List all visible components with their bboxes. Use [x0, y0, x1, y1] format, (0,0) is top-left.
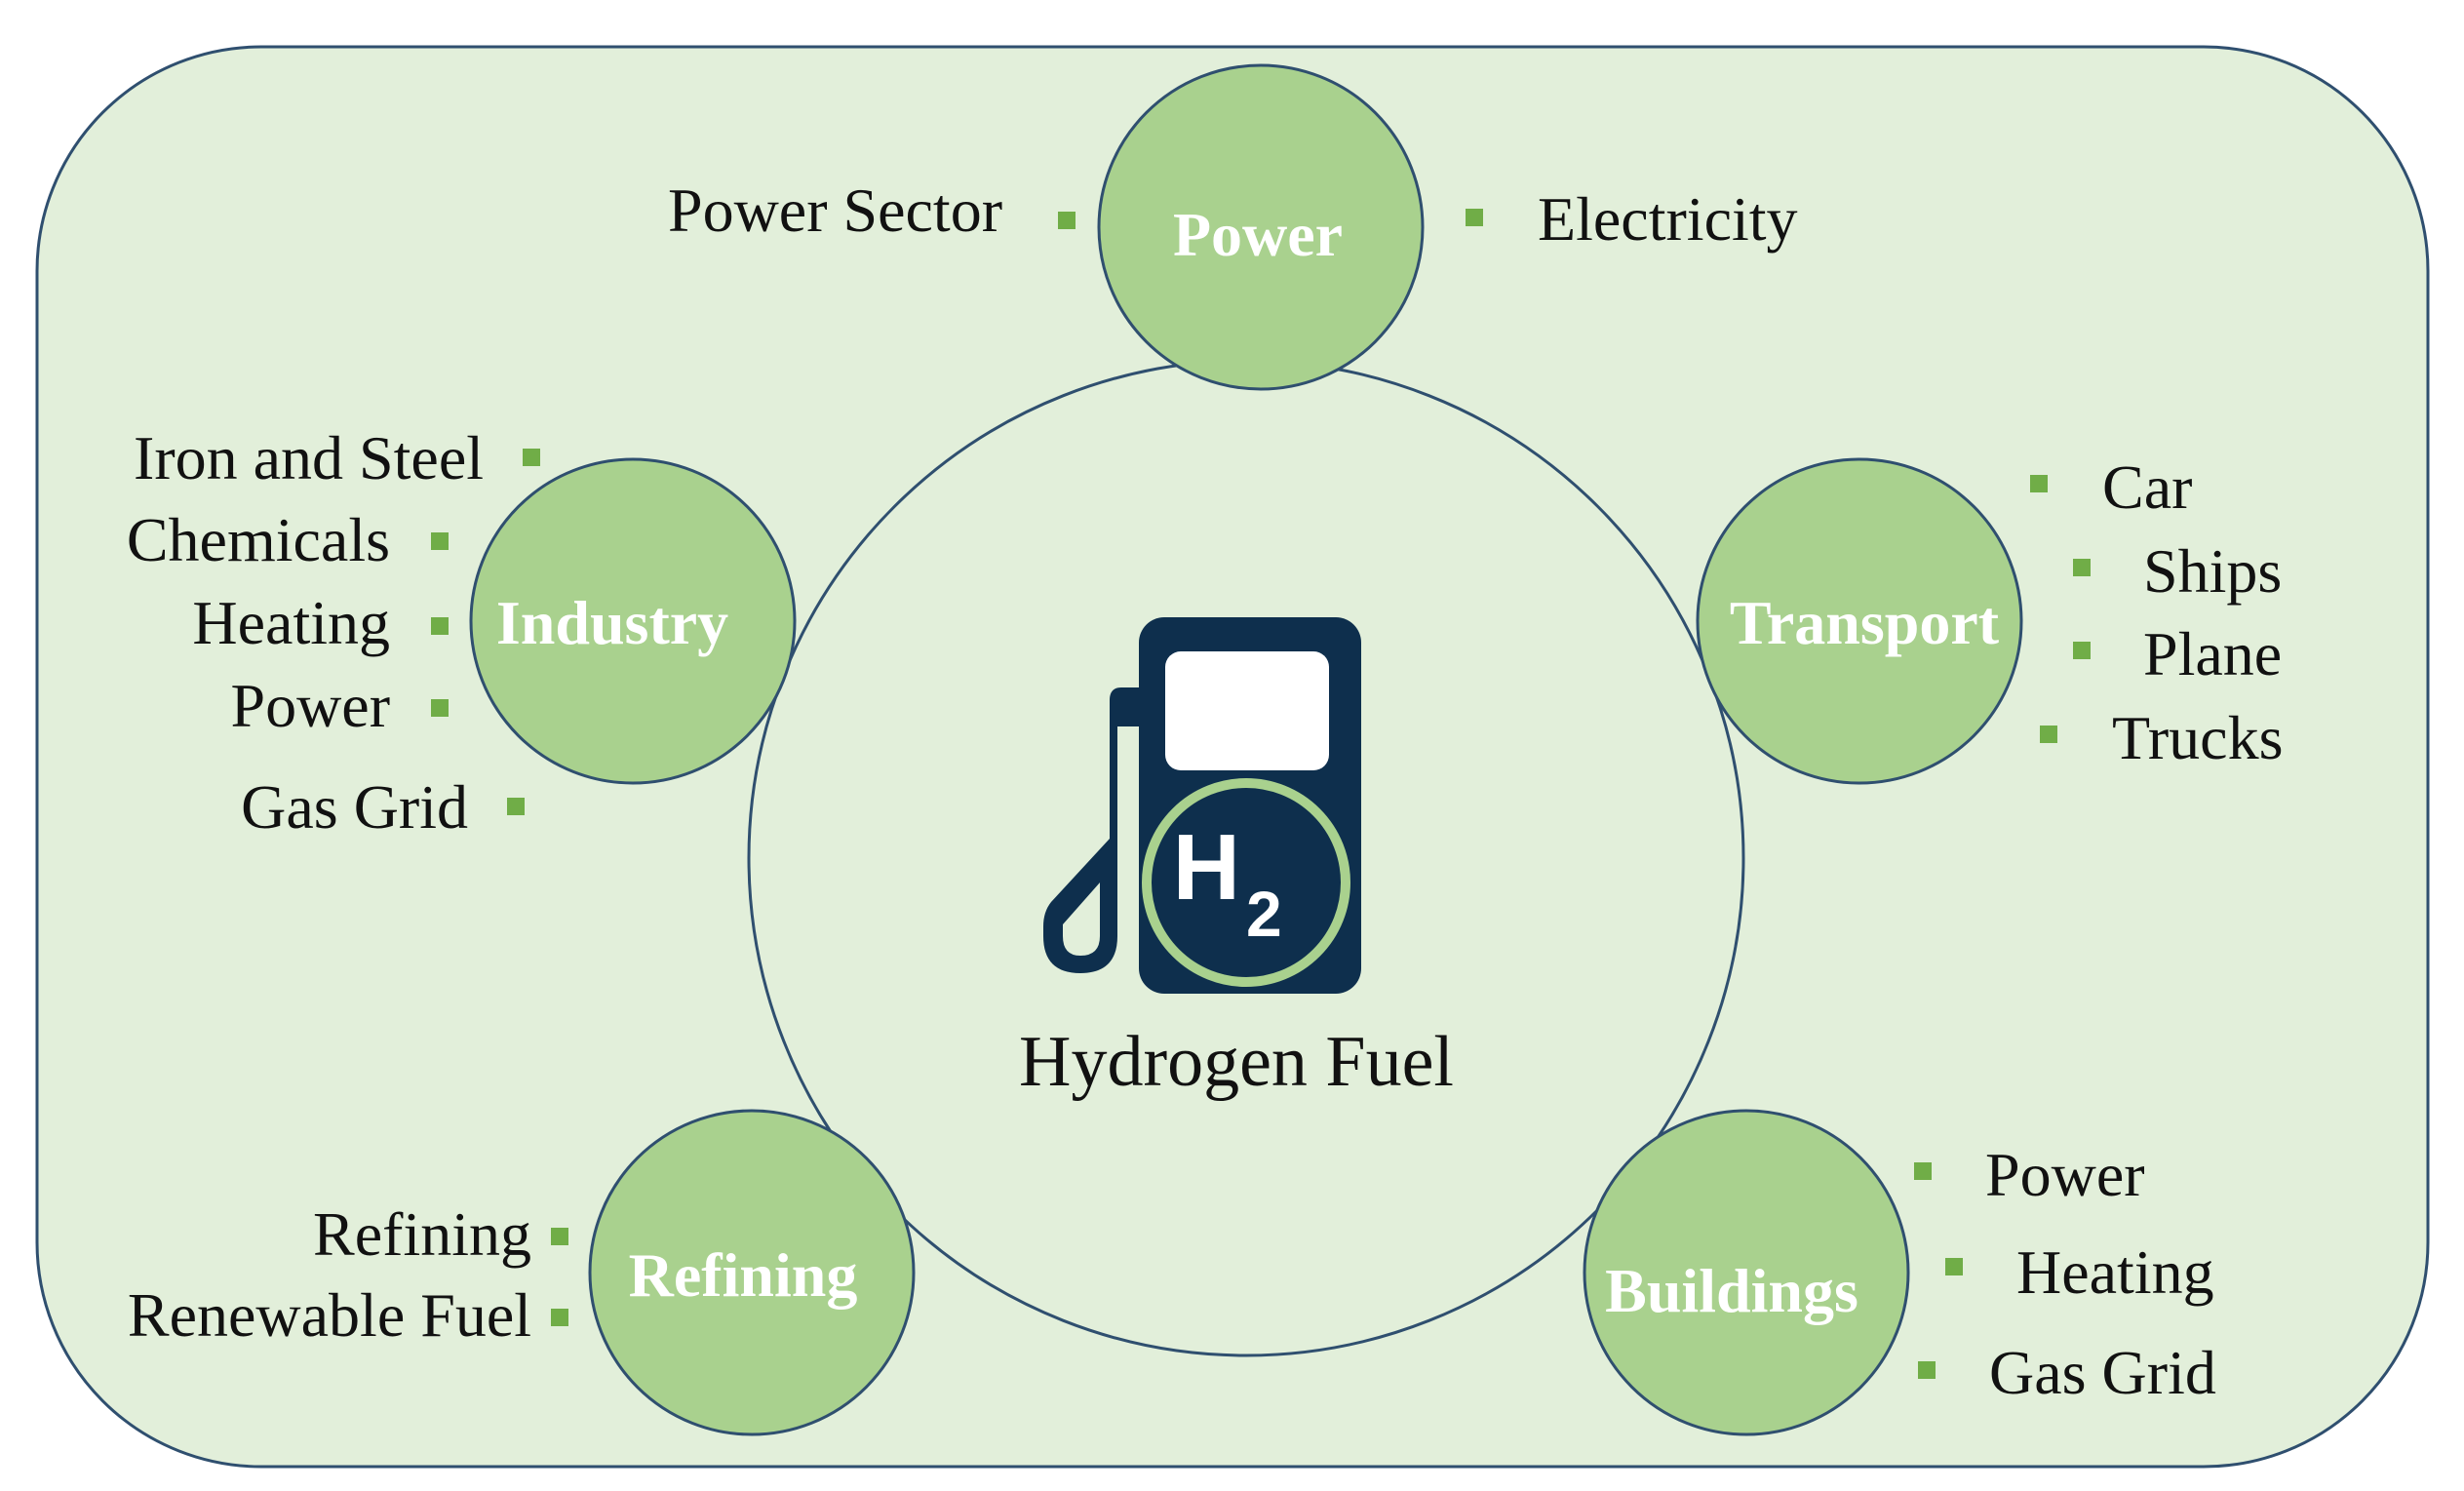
industry-item-iron-and-steel: Iron and Steel [134, 423, 484, 492]
transport-item-car: Car [2102, 452, 2192, 522]
bullet-icon [431, 617, 449, 635]
refining-item-renewable-fuel: Renewable Fuel [128, 1280, 531, 1350]
power-item-electricity: Electricity [1538, 184, 1798, 254]
node-refining-circle [588, 1109, 916, 1436]
buildings-item-gas-grid: Gas Grid [1989, 1338, 2216, 1407]
pump-hose-icon [1043, 687, 1155, 973]
bullet-icon [1918, 1361, 1936, 1379]
bullet-icon [551, 1228, 568, 1245]
node-buildings-title: Buildings [1605, 1256, 1858, 1325]
node-buildings: Buildings Power Heating Gas Grid [1583, 1109, 2216, 1436]
bullet-icon [2030, 475, 2048, 492]
node-transport-circle [1696, 457, 2023, 785]
bullet-icon [1058, 212, 1076, 229]
bullet-icon [2073, 642, 2091, 659]
transport-item-trucks: Trucks [2112, 703, 2283, 772]
pump-display [1165, 651, 1329, 770]
bullet-icon [1466, 209, 1483, 226]
refining-item-refining: Refining [313, 1199, 531, 1269]
industry-item-gas-grid: Gas Grid [241, 772, 468, 842]
industry-item-power: Power [230, 671, 390, 740]
node-buildings-circle [1583, 1109, 1910, 1436]
bullet-icon [2073, 559, 2091, 576]
bullet-icon [431, 699, 449, 717]
buildings-item-power: Power [1985, 1140, 2145, 1209]
node-industry-circle [469, 457, 797, 785]
node-transport-title: Transport [1730, 588, 2000, 657]
node-power: Power Power Sector Electricity [668, 63, 1798, 391]
bullet-icon [507, 798, 525, 815]
buildings-item-heating: Heating [2016, 1237, 2214, 1307]
h2-ring [1142, 778, 1350, 987]
node-industry-title: Industry [496, 588, 728, 657]
node-industry: Industry Iron and Steel Chemicals Heatin… [127, 423, 797, 842]
hydrogen-fuel-pump-icon: H 2 [1043, 617, 1361, 994]
industry-item-chemicals: Chemicals [127, 505, 390, 574]
center-title: Hydrogen Fuel [1019, 1022, 1454, 1102]
node-power-title: Power [1173, 200, 1343, 269]
bullet-icon [551, 1309, 568, 1326]
bullet-icon [1945, 1258, 1963, 1275]
transport-item-plane: Plane [2143, 619, 2282, 688]
bullet-icon [431, 532, 449, 550]
transport-item-ships: Ships [2143, 536, 2282, 606]
h2-main-text: H [1173, 815, 1240, 920]
bullet-icon [523, 449, 540, 466]
node-refining: Refining Refining Renewable Fuel [128, 1109, 916, 1436]
bullet-icon [1914, 1162, 1932, 1180]
bullet-icon [2040, 726, 2057, 743]
power-item-power-sector: Power Sector [668, 176, 1002, 245]
node-refining-title: Refining [629, 1240, 858, 1310]
h2-sub-text: 2 [1246, 878, 1282, 950]
node-power-circle [1097, 63, 1425, 391]
industry-item-heating: Heating [192, 588, 390, 657]
node-transport: Transport Car Ships Plane Trucks [1696, 452, 2283, 785]
